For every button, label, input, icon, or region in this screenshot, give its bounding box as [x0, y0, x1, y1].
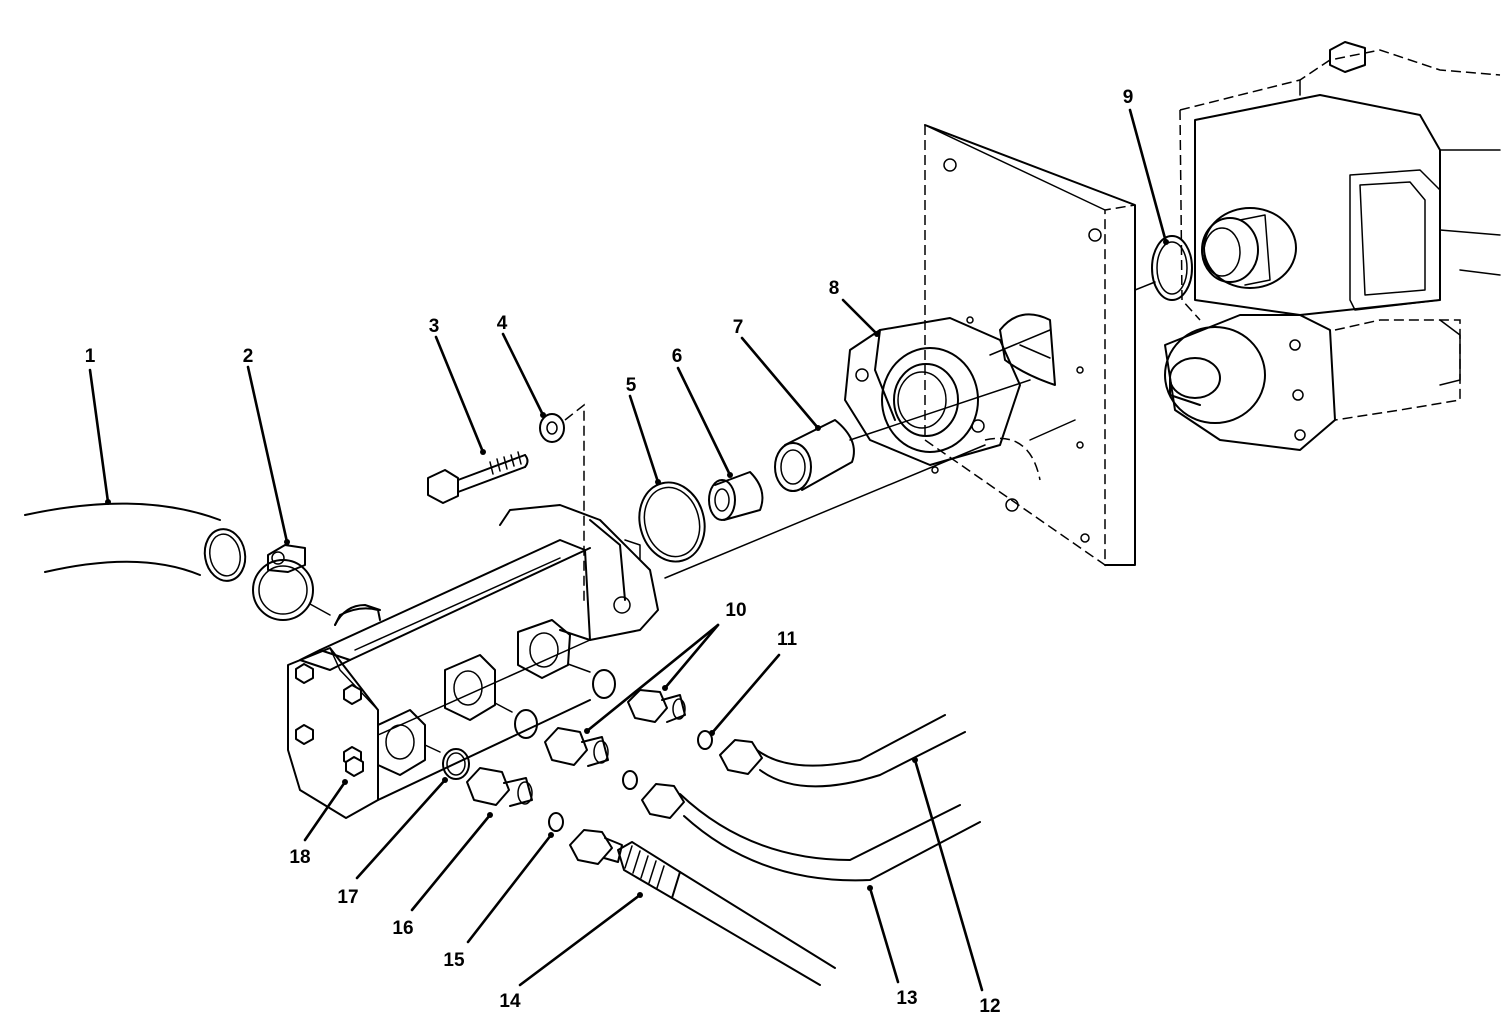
fitting-adapter-middle [544, 727, 609, 767]
tube-assembly-12 [719, 714, 966, 788]
flange-adapter [844, 317, 1021, 466]
port-o-rings [424, 663, 616, 780]
hydraulic-pump-body [287, 504, 659, 819]
fitting-adapter-upper [627, 689, 686, 723]
small-o-rings [548, 730, 713, 832]
callout-18: 18 [289, 847, 310, 868]
hose-clamp [252, 544, 314, 621]
callout-7: 7 [733, 317, 744, 338]
callout-15: 15 [443, 950, 465, 971]
callout-6: 6 [672, 346, 683, 367]
callout-10: 10 [725, 600, 746, 621]
tube-assembly-13 [641, 783, 981, 882]
shaft-centerline [664, 281, 1156, 579]
gearbox-housing [1164, 41, 1501, 451]
callout-2: 2 [243, 346, 254, 367]
leader-lines [88, 108, 1169, 992]
callout-8: 8 [829, 278, 840, 299]
callout-1: 1 [85, 346, 96, 367]
inlet-hose [24, 502, 247, 582]
callout-17: 17 [337, 887, 358, 908]
callout-14: 14 [499, 991, 521, 1012]
coupling-sleeve [774, 419, 855, 492]
hose-assembly-14 [569, 829, 836, 986]
callout-3: 3 [429, 316, 440, 337]
splined-coupling [708, 471, 764, 521]
callout-labels: 1 2 3 4 5 6 7 8 9 10 11 12 13 14 15 16 1… [85, 87, 1134, 1017]
o-ring-5 [638, 481, 706, 563]
callout-5: 5 [626, 375, 637, 396]
bolt [427, 451, 529, 504]
seal-ring-9 [1151, 235, 1193, 301]
callout-11: 11 [777, 629, 798, 650]
washer [539, 403, 585, 605]
callout-13: 13 [896, 988, 917, 1009]
mounting-plate [924, 124, 1136, 567]
callout-16: 16 [392, 918, 413, 939]
callout-12: 12 [979, 996, 1000, 1017]
callout-9: 9 [1123, 87, 1134, 108]
callout-4: 4 [497, 313, 508, 334]
fitting-adapter-lower [466, 767, 533, 807]
